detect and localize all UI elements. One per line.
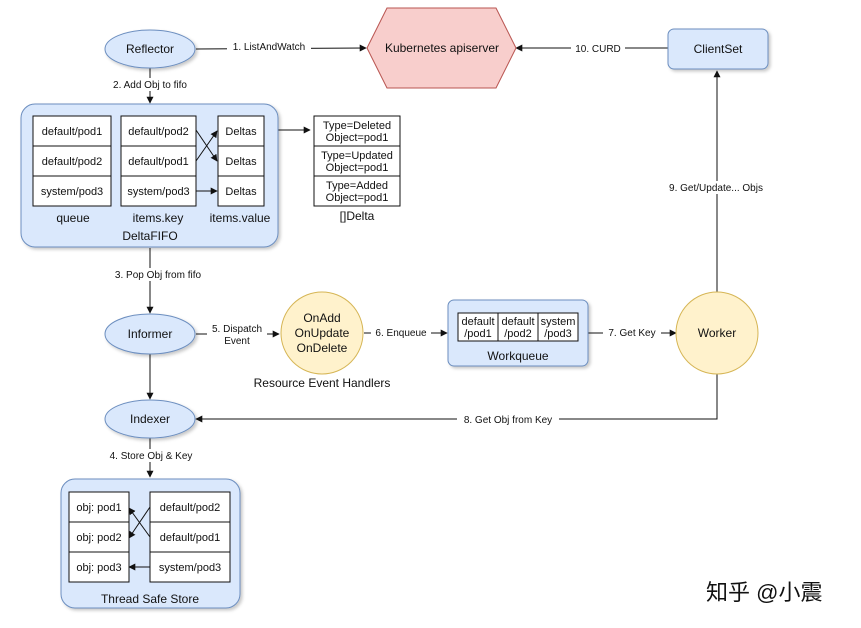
delta-list-caption: []Delta xyxy=(340,209,375,223)
delta-list: Type=DeletedObject=pod1Type=UpdatedObjec… xyxy=(313,115,401,207)
store-obj-cell-text: obj: pod1 xyxy=(76,502,121,514)
indexer-node xyxy=(104,399,196,439)
reflector-label: Reflector xyxy=(126,42,174,56)
edge-label-8: 8. Get Obj from Key xyxy=(464,415,552,426)
clientset-node xyxy=(667,28,769,70)
event-handlers-node xyxy=(280,291,364,375)
workqueue-cell-text: /pod3 xyxy=(544,328,572,340)
indexer-label: Indexer xyxy=(130,412,170,426)
handlers-caption: Resource Event Handlers xyxy=(254,376,391,390)
queue-caption: queue xyxy=(56,211,90,225)
deltafifo-title: DeltaFIFO xyxy=(122,229,177,243)
workqueue-cell-box xyxy=(537,312,579,342)
fifo-queue-cell-box xyxy=(32,175,112,207)
workqueue-cell-text: /pod2 xyxy=(504,328,532,340)
fifo-queue-column: default/pod1 default/pod2 system/pod3 xyxy=(32,115,112,207)
fifo-key-cell-box xyxy=(120,175,197,207)
delta-item-text: Type=Deleted xyxy=(323,120,391,132)
delta-item-box xyxy=(313,145,401,177)
workqueue-cell-text: default xyxy=(501,316,534,328)
delta-item-box xyxy=(313,115,401,147)
delta-item-text: Object=pod1 xyxy=(326,132,389,144)
store-obj-cell-box xyxy=(68,491,130,523)
edge-label-7: 7. Get Key xyxy=(608,328,655,339)
fifo-queue-cell-text: system/pod3 xyxy=(41,186,103,198)
apiserver-label: Kubernetes apiserver xyxy=(385,41,499,55)
store-link-2 xyxy=(128,507,151,538)
edge-get-obj-from-key xyxy=(195,374,718,423)
worker-label: Worker xyxy=(698,326,736,340)
edge-label-5-line1: 5. Dispatch xyxy=(212,324,262,335)
fifo-queue-cell-text: default/pod2 xyxy=(42,156,103,168)
apiserver-node xyxy=(366,7,517,89)
workqueue-cell-text: /pod1 xyxy=(464,328,492,340)
clientset-label: ClientSet xyxy=(694,42,743,56)
store-key-cell-box xyxy=(149,551,231,583)
store-key-cell-text: default/pod2 xyxy=(160,502,221,514)
edge-label-4: 4. Store Obj & Key xyxy=(110,451,193,462)
key-link-2 xyxy=(195,130,218,162)
fifo-queue-cell-box xyxy=(32,145,112,177)
reflector-node xyxy=(104,29,196,69)
delta-item-text: Type=Added xyxy=(326,180,388,192)
fifo-key-cell-text: default/pod1 xyxy=(128,156,189,168)
delta-item-text: Type=Updated xyxy=(321,150,393,162)
items-key-caption: items.key xyxy=(133,211,184,225)
fifo-value-cell-box xyxy=(217,175,265,207)
fifo-key-cell-text: system/pod3 xyxy=(127,186,189,198)
workqueue-cell-text: system xyxy=(541,316,576,328)
store-title: Thread Safe Store xyxy=(101,592,199,606)
fifo-queue-cell-box xyxy=(32,115,112,147)
store-key-cell-text: system/pod3 xyxy=(159,562,221,574)
edge-label-9: 9. Get/Update... Objs xyxy=(669,183,763,194)
informer-label: Informer xyxy=(128,327,173,341)
handler-onupdate: OnUpdate xyxy=(295,326,350,340)
informer-node xyxy=(104,313,196,355)
edge-label-1: 1. ListAndWatch xyxy=(233,42,305,53)
store-objs-column: obj: pod1 obj: pod2 obj: pod3 xyxy=(68,491,130,583)
store-obj-cell-box xyxy=(68,521,130,553)
workqueue-cell-text: default xyxy=(461,316,494,328)
delta-item-text: Object=pod1 xyxy=(326,162,389,174)
edge-label-6: 6. Enqueue xyxy=(375,328,427,339)
edge-label-2: 2. Add Obj to fifo xyxy=(113,80,187,91)
store-key-cell-box xyxy=(149,521,231,553)
fifo-value-cell-box xyxy=(217,115,265,147)
worker-node xyxy=(675,291,759,375)
fifo-queue-cell-text: default/pod1 xyxy=(42,126,103,138)
handler-ondelete: OnDelete xyxy=(297,341,348,355)
fifo-value-cell-text: Deltas xyxy=(225,186,257,198)
fifo-value-cell-box xyxy=(217,145,265,177)
store-obj-cell-text: obj: pod2 xyxy=(76,532,121,544)
fifo-keys-column: default/pod2 default/pod1 system/pod3 xyxy=(120,115,197,207)
store-obj-cell-text: obj: pod3 xyxy=(76,562,121,574)
store-key-cell-box xyxy=(149,491,231,523)
workqueue-cell-box xyxy=(457,312,499,342)
store-obj-cell-box xyxy=(68,551,130,583)
fifo-key-cell-text: default/pod2 xyxy=(128,126,189,138)
watermark: 知乎 @小震 xyxy=(706,580,822,605)
workqueue-title: Workqueue xyxy=(487,349,548,363)
edge-label-3: 3. Pop Obj from fifo xyxy=(115,270,202,281)
store-key-cell-text: default/pod1 xyxy=(160,532,221,544)
edge-label-5-line2: Event xyxy=(224,336,250,347)
store-keys-column: default/pod2 default/pod1 system/pod3 xyxy=(149,491,231,583)
delta-item-text: Object=pod1 xyxy=(326,192,389,204)
handler-onadd: OnAdd xyxy=(303,311,340,325)
items-value-caption: items.value xyxy=(210,211,271,225)
edge-label-10: 10. CURD xyxy=(575,44,621,55)
fifo-value-cell-text: Deltas xyxy=(225,126,257,138)
fifo-value-cell-text: Deltas xyxy=(225,156,257,168)
delta-item-box xyxy=(313,175,401,207)
